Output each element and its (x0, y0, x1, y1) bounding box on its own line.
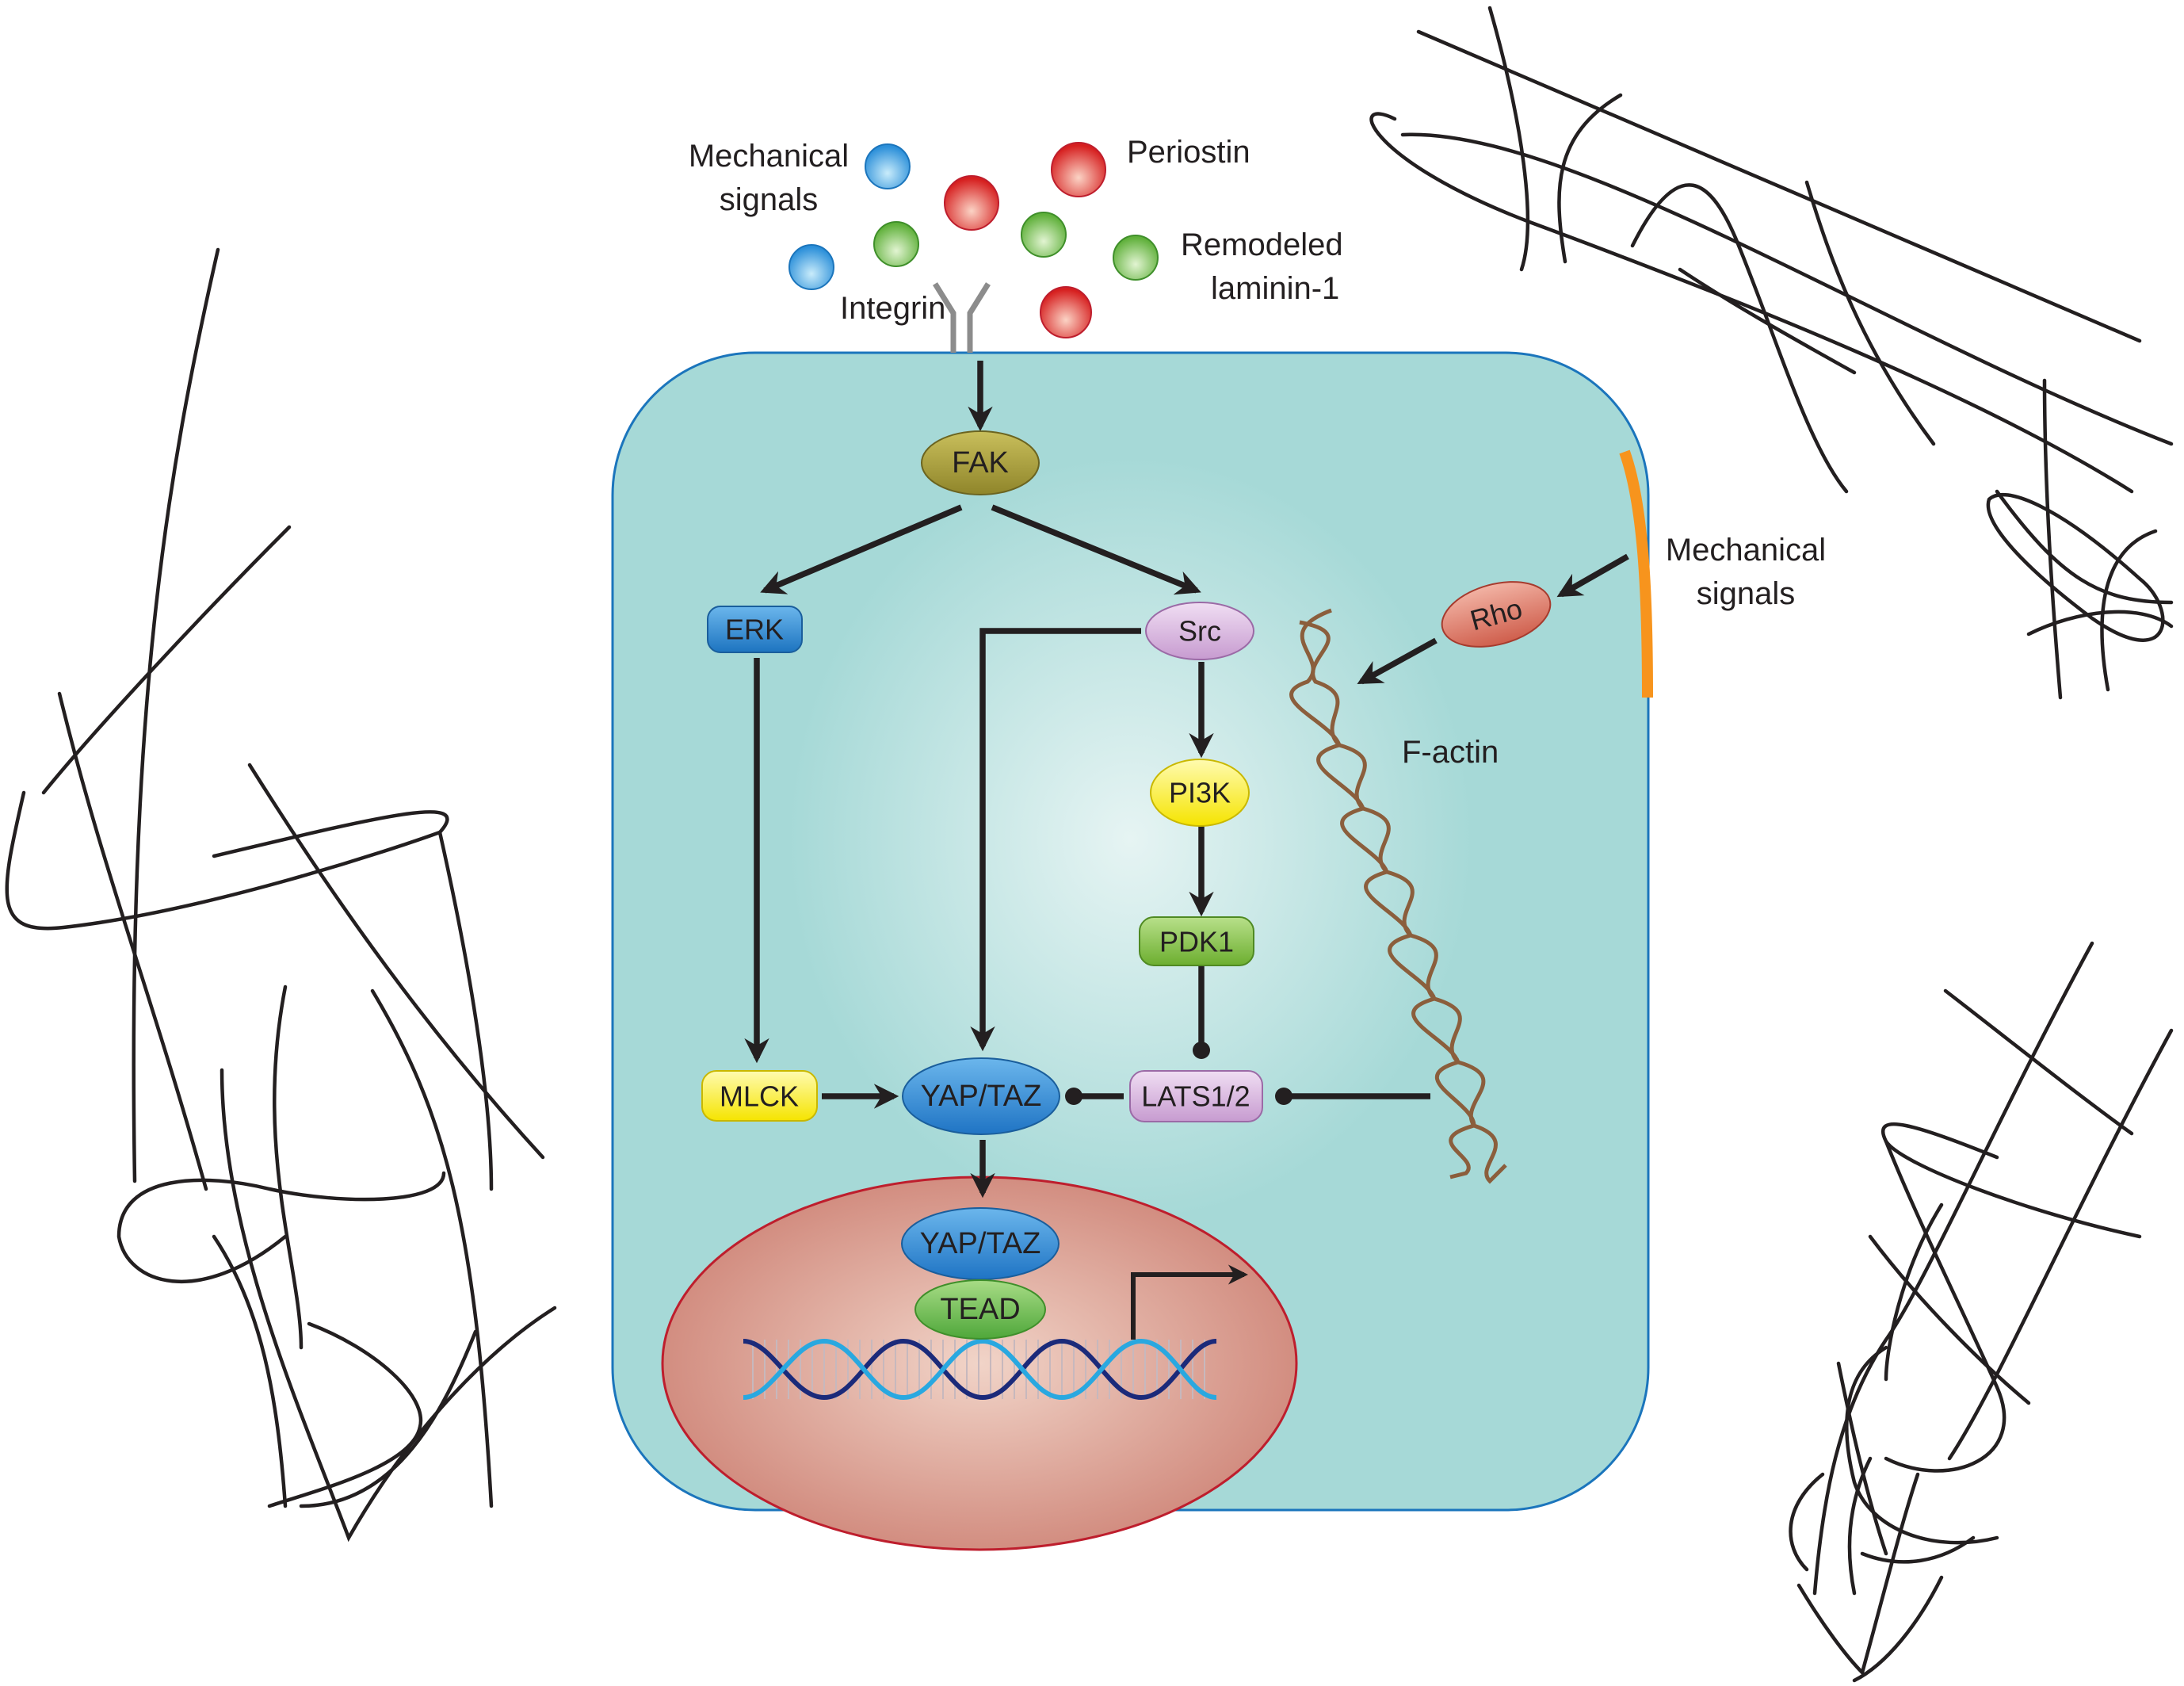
node-yap-taz: YAP/TAZ (902, 1057, 1060, 1135)
f-actin-filament (1289, 608, 1507, 1184)
membrane-mechanosensor-patch (1619, 449, 1653, 698)
label-laminin: laminin-1 (1211, 271, 1339, 306)
label-remodeled: Remodeled (1181, 227, 1343, 262)
node-src: Src (1145, 602, 1254, 660)
label-f-actin: F-actin (1402, 735, 1499, 770)
arrow-rho-factin (1357, 637, 1438, 685)
laminin-ball (1113, 235, 1159, 281)
node-erk: ERK (707, 606, 803, 653)
label-periostin: Periostin (1127, 135, 1250, 170)
fiber-cluster-left (5, 247, 557, 1543)
arrow-mechano-rho (1556, 553, 1629, 598)
svg-text:ERK: ERK (725, 614, 784, 646)
laminin-ball (873, 221, 919, 267)
periostin-ball (1040, 286, 1092, 338)
dna-strand-light (743, 1338, 1217, 1401)
transcription-arrow (1131, 1264, 1249, 1340)
svg-text:YAP/TAZ: YAP/TAZ (920, 1227, 1041, 1260)
extracellular-fibers (5, 6, 2174, 1683)
svg-text:LATS1/2: LATS1/2 (1141, 1080, 1250, 1113)
labels: Mechanical signals Periostin Remodeled l… (689, 135, 1826, 770)
svg-text:TEAD: TEAD (940, 1293, 1020, 1326)
arrow-fak-erk (760, 504, 963, 594)
svg-text:YAP/TAZ: YAP/TAZ (921, 1080, 1042, 1113)
fiber-cluster-top-right (1369, 6, 2174, 700)
node-tead: TEAD (914, 1279, 1046, 1340)
label-mechanical-signals-top: Mechanical (689, 139, 849, 174)
ligands (788, 142, 1159, 338)
mechanical-signal-ball (788, 244, 834, 290)
svg-text:PI3K: PI3K (1169, 777, 1231, 809)
node-lats: LATS1/2 (1129, 1070, 1263, 1122)
label-mechanical-signals-top-2: signals (720, 182, 819, 217)
svg-text:FAK: FAK (952, 446, 1009, 480)
mechanical-signal-ball (865, 143, 911, 189)
arrow-src-yap (970, 628, 1141, 1052)
inhibition-caps (1065, 1042, 1292, 1105)
node-rho: Rho (1441, 581, 1552, 648)
periostin-ball (1051, 142, 1106, 197)
fiber-cluster-bottom-right (1789, 941, 2174, 1683)
svg-text:PDK1: PDK1 (1159, 926, 1234, 958)
laminin-ball (1021, 212, 1067, 258)
arrow-fak-src (991, 504, 1201, 595)
label-integrin: Integrin (840, 291, 945, 326)
periostin-ball (944, 175, 999, 231)
node-pdk1: PDK1 (1139, 916, 1254, 966)
node-yap-taz-nuclear: YAP/TAZ (901, 1207, 1060, 1280)
signaling-arrows (744, 361, 1629, 1199)
label-mechanical-signals-right-2: signals (1697, 576, 1796, 611)
label-mechanical-signals-right: Mechanical (1666, 533, 1826, 568)
dna-helix (743, 1338, 1217, 1401)
node-pi3k: PI3K (1150, 759, 1250, 827)
svg-text:MLCK: MLCK (720, 1080, 799, 1113)
svg-text:Src: Src (1178, 615, 1221, 648)
dna-strand-dark (743, 1338, 1217, 1401)
node-fak: FAK (921, 430, 1040, 495)
integrin-receptor-icon (933, 282, 991, 353)
node-mlck: MLCK (701, 1070, 818, 1122)
